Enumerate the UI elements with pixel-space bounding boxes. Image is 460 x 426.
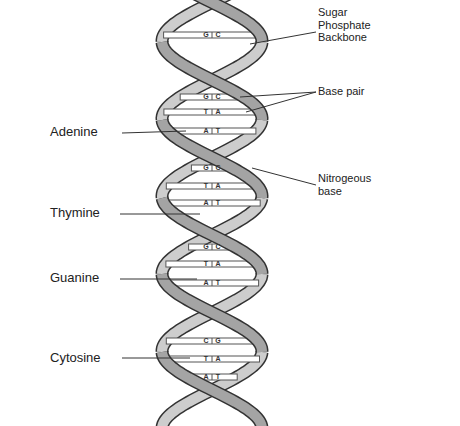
leader-line <box>120 279 197 280</box>
hydrogen-bond <box>212 128 213 134</box>
base-letter: A <box>202 199 210 207</box>
base-letter: T <box>214 279 222 287</box>
sugar-phosphate-backbone <box>162 274 262 352</box>
part-label: Adenine <box>50 125 130 140</box>
leader-line <box>122 131 186 133</box>
base-letter: T <box>202 260 210 268</box>
backbone-outline <box>162 42 262 120</box>
part-label: Sugar Phosphate Backbone <box>318 6 388 44</box>
base-pair-rung <box>164 109 260 115</box>
part-label: Guanine <box>50 271 130 286</box>
base-letter: C <box>214 164 222 172</box>
sugar-phosphate-backbone <box>162 42 262 120</box>
backbone-outline <box>162 274 262 352</box>
sugar-phosphate-backbone <box>162 274 262 352</box>
base-pair-rung <box>164 200 260 206</box>
backbone-outline <box>162 352 262 426</box>
leader-lines <box>120 32 316 358</box>
base-pair-rung <box>164 356 259 362</box>
hydrogen-bond <box>212 244 213 250</box>
hydrogen-bond <box>212 338 213 344</box>
sugar-phosphate-backbone <box>162 198 262 274</box>
base-letter: C <box>214 243 222 251</box>
base-pair-rung <box>166 280 259 286</box>
hydrogen-bond <box>212 280 213 286</box>
hydrogen-bond <box>212 200 213 206</box>
base-letter: A <box>214 182 222 190</box>
base-letter: A <box>202 127 210 135</box>
sugar-phosphate-backbone <box>162 352 262 426</box>
backbone-outline <box>162 274 262 352</box>
base-letter: A <box>202 279 210 287</box>
base-letter: A <box>214 108 222 116</box>
base-letter: T <box>202 108 210 116</box>
base-pair-rung <box>166 183 257 189</box>
part-label: Base pair <box>318 85 398 98</box>
part-label: Nitrogeous base <box>318 172 386 197</box>
part-label: Thymine <box>50 206 130 221</box>
base-letter: A <box>202 373 210 381</box>
backbone-outline <box>162 42 262 120</box>
sugar-phosphate-backbone <box>195 0 262 42</box>
leader-line <box>252 168 316 185</box>
base-letter: G <box>202 164 210 172</box>
base-letter: T <box>214 373 222 381</box>
hydrogen-bond <box>212 32 213 38</box>
leader-line <box>250 32 316 44</box>
sugar-phosphate-backbone <box>162 352 262 426</box>
base-letter: T <box>202 355 210 363</box>
base-letter: C <box>214 31 222 39</box>
base-letter: T <box>214 127 222 135</box>
leader-line <box>240 92 316 97</box>
base-letter: A <box>214 355 222 363</box>
leader-line <box>246 92 316 112</box>
base-letter: G <box>202 243 210 251</box>
base-pair-rung <box>166 338 257 344</box>
hydrogen-bond <box>212 165 213 171</box>
base-letter: G <box>214 337 222 345</box>
hydrogen-bond <box>212 261 213 267</box>
base-letter: G <box>202 31 210 39</box>
leader-line <box>122 358 190 359</box>
base-letter: C <box>214 93 222 101</box>
sugar-phosphate-backbone <box>162 42 262 120</box>
sugar-phosphate-backbone <box>162 198 262 274</box>
double-helix <box>162 0 262 426</box>
base-letter: C <box>202 337 210 345</box>
base-letter: T <box>202 182 210 190</box>
leader-line <box>120 214 200 215</box>
hydrogen-bond <box>212 94 213 100</box>
hydrogen-bond <box>212 374 213 380</box>
hydrogen-bond <box>212 183 213 189</box>
base-pair-rung <box>166 261 258 267</box>
base-letter: T <box>214 199 222 207</box>
backbone-outline <box>162 198 262 274</box>
base-letter: G <box>202 93 210 101</box>
hydrogen-bond <box>212 109 213 115</box>
base-letter: A <box>214 260 222 268</box>
backbone-outline <box>162 352 262 426</box>
backbone-outline <box>162 198 262 274</box>
backbone-outline <box>195 0 262 42</box>
hydrogen-bond <box>212 356 213 362</box>
base-pair-rung <box>164 32 261 38</box>
part-label: Cytosine <box>50 351 130 366</box>
